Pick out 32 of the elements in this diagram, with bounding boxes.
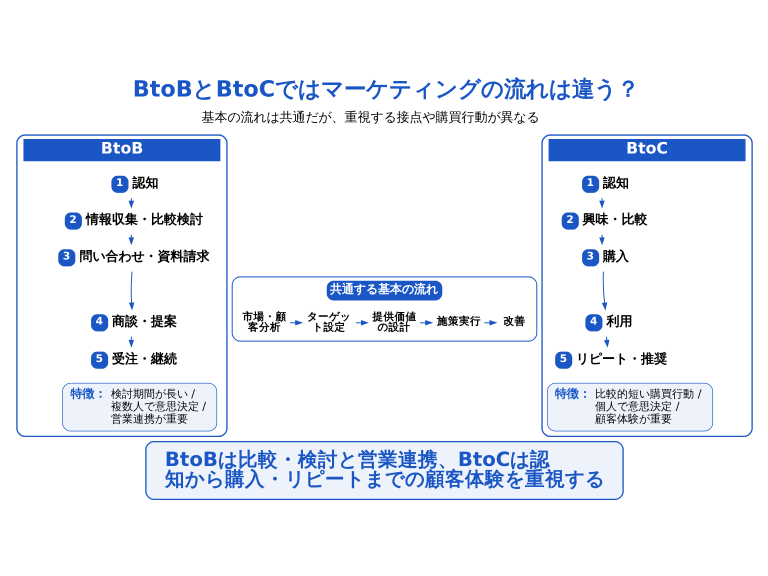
arrow	[483, 320, 497, 326]
node-text: 提供価値の設計	[372, 311, 416, 334]
node-label: 受注・継続	[112, 352, 177, 367]
arrow	[419, 320, 433, 326]
node-box: BtoBは比較・検討と営業連携、BtoCは認知から購入・リピートまでの顧客体験を重視する	[144, 440, 624, 500]
node-box: 特徴： 検討期間が長い / 複数人で意思決定 / 営業連携が重要	[62, 382, 217, 432]
node-label: リピート・推奨	[576, 352, 667, 367]
arrow	[128, 336, 134, 348]
arrow	[128, 198, 134, 209]
node-label: 認知	[132, 176, 158, 191]
node-text: ターゲット設定	[306, 311, 351, 334]
arrow	[598, 198, 604, 209]
arrow	[601, 271, 607, 310]
arrow	[128, 234, 134, 246]
arrow	[128, 271, 134, 310]
arrow	[354, 320, 368, 326]
node-label: 興味・比較	[582, 212, 648, 228]
label: 基本の流れは共通だが、重視する接点や購買行動が異なる	[201, 110, 540, 126]
arrow	[598, 234, 604, 246]
node-text: 改善	[502, 316, 525, 328]
arrow	[289, 320, 303, 326]
node-text: 市場・顧客分析	[242, 311, 286, 334]
diagram-title: BtoBとBtoCではマーケティングの流れは違う？	[132, 76, 639, 102]
node-box: 特徴： 比較的短い購買行動 / 個人で意思決定 / 顧客体験が重要	[546, 382, 713, 432]
node-label: 購入	[602, 249, 629, 264]
node-text: 施策実行	[436, 316, 481, 328]
node-label: 問い合わせ・資料請求	[78, 249, 209, 264]
node-label: 商談・提案	[112, 314, 177, 330]
arrow	[603, 336, 609, 348]
node-label: 情報収集・比較検討	[85, 212, 202, 228]
node-label: 認知	[602, 176, 629, 191]
node-label: 利用	[606, 314, 632, 330]
